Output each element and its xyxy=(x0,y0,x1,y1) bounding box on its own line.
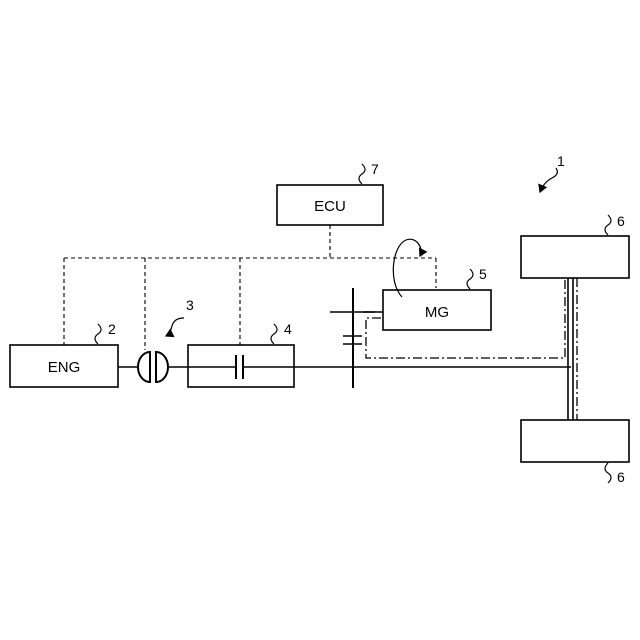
damper-ref: 3 xyxy=(166,297,194,336)
mg-label: MG xyxy=(425,304,449,321)
motor-generator-block: MG xyxy=(383,290,491,330)
wheel-top xyxy=(521,236,629,278)
engine-label: ENG xyxy=(48,359,81,376)
reduction-gear xyxy=(330,288,375,388)
damper-symbol xyxy=(138,352,168,382)
wheel-axle xyxy=(568,278,573,420)
wheel-bottom-ref-number: 6 xyxy=(617,469,625,485)
control-signal-lines xyxy=(64,225,436,350)
wheel-bottom-ref: 6 xyxy=(605,463,625,485)
ecu-block: ECU xyxy=(277,185,383,225)
rotation-arrow-icon xyxy=(393,239,421,297)
engine-block: ENG xyxy=(10,345,118,387)
damper-ref-number: 3 xyxy=(186,297,194,313)
engine-ref-number: 2 xyxy=(108,321,116,337)
ecu-label: ECU xyxy=(314,198,346,215)
wheel-top-ref-number: 6 xyxy=(617,213,625,229)
ecu-ref-number: 7 xyxy=(371,161,379,177)
system-ref-number: 1 xyxy=(557,153,565,169)
system-ref: 1 xyxy=(540,153,565,192)
mg-ref: 5 xyxy=(467,266,487,289)
wheel-top-ref: 6 xyxy=(605,213,625,235)
clutch-ref-number: 4 xyxy=(284,321,292,337)
clutch-ref: 4 xyxy=(271,321,292,344)
ecu-ref: 7 xyxy=(359,161,379,184)
mg-ref-number: 5 xyxy=(479,266,487,282)
engine-ref: 2 xyxy=(95,321,116,344)
clutch-block xyxy=(188,345,294,387)
wheel-bottom xyxy=(521,420,629,462)
